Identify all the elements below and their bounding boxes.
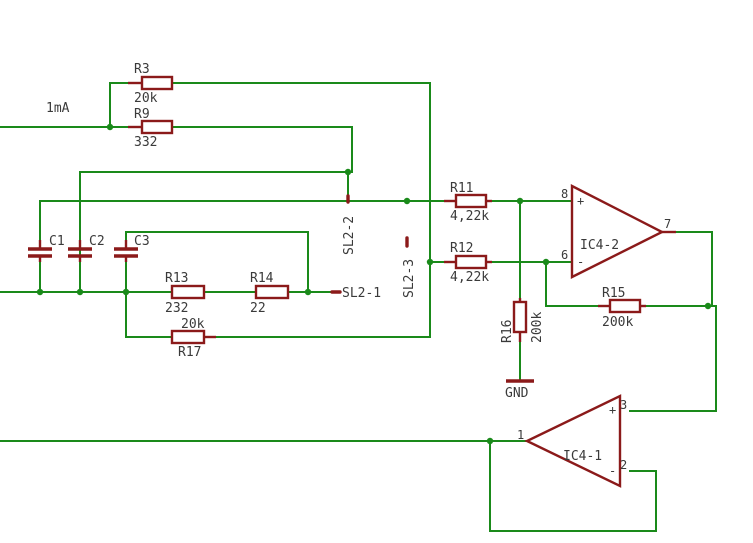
junction-dot — [36, 288, 44, 296]
resistor-r15: R15 200k — [598, 286, 646, 330]
resistor-r17: 20k R17 — [170, 317, 216, 360]
resistor-r13: R13 232 — [165, 271, 206, 316]
r9-value: 332 — [134, 135, 157, 150]
r16-name: R16 — [500, 320, 515, 343]
gnd-label: GND — [505, 386, 529, 401]
ic4-2-pin-minus: 6 — [561, 248, 568, 262]
r17-value: 20k — [181, 317, 205, 332]
wire-to-ic4-1-plus — [629, 305, 717, 412]
wire-r15-left — [545, 261, 599, 307]
wire-r3-left — [109, 82, 129, 128]
current-annotation: 1mA — [46, 101, 70, 116]
r11-value: 4,22k — [450, 209, 489, 224]
ic4-1-plus-sign: + — [609, 403, 616, 417]
r16-value: 200k — [530, 312, 545, 343]
junctions — [36, 123, 712, 445]
wire-ic4-1-feedback — [489, 440, 657, 532]
resistor-r11: R11 4,22k — [444, 181, 492, 224]
junction-dot — [344, 168, 352, 176]
ic4-2-name: IC4-2 — [580, 238, 619, 253]
resistor-r14: R14 22 — [250, 271, 290, 316]
r3-name: R3 — [134, 62, 150, 77]
switch-pin-sl2-1: SL2-1 — [330, 286, 381, 301]
junction-dot — [106, 123, 114, 131]
opamp-ic4-1: + - 3 2 1 IC4-1 — [517, 394, 627, 488]
ground-symbol: GND — [505, 379, 534, 401]
r9-name: R9 — [134, 107, 150, 122]
junction-dot — [486, 437, 494, 445]
capacitor-c2: C2 — [68, 234, 105, 262]
r15-value: 200k — [602, 315, 633, 330]
junction-dot — [122, 288, 130, 296]
resistor-r16: R16 200k — [500, 298, 545, 343]
junction-dot — [516, 197, 524, 205]
ic4-2-pin-out: 7 — [664, 217, 671, 231]
ic4-1-pin-minus: 2 — [620, 458, 627, 472]
ic4-2-plus-sign: + — [577, 194, 584, 208]
r17-name: R17 — [178, 345, 201, 360]
resistor-r9: R9 332 — [128, 107, 174, 150]
junction-dot — [76, 288, 84, 296]
resistor-r3: R3 20k — [128, 62, 174, 106]
sl2-2-label: SL2-2 — [342, 216, 357, 255]
r11-name: R11 — [450, 181, 473, 196]
r15-name: R15 — [602, 286, 625, 301]
r14-value: 22 — [250, 301, 266, 316]
junction-dot — [304, 288, 312, 296]
capacitor-c1: C1 — [28, 234, 65, 262]
ic4-2-minus-sign: - — [577, 255, 584, 269]
capacitor-c3: C3 — [114, 234, 150, 262]
switch-pin-sl2-2: SL2-2 — [342, 194, 357, 255]
wire-r9-right — [171, 126, 353, 173]
wire-c3-loop — [125, 231, 309, 293]
c1-name: C1 — [49, 234, 65, 249]
junction-dot — [704, 302, 712, 310]
c3-name: C3 — [134, 234, 150, 249]
wire-c1-r11-bus — [39, 200, 445, 241]
ic4-1-pin-plus: 3 — [620, 398, 627, 412]
r13-value: 232 — [165, 301, 188, 316]
junction-dot — [403, 197, 411, 205]
r13-name: R13 — [165, 271, 188, 286]
resistor-r12: R12 4,22k — [444, 241, 492, 285]
r12-value: 4,22k — [450, 270, 489, 285]
switch-pin-sl2-3: SL2-3 — [402, 236, 417, 298]
wire-ic4-2-out — [675, 231, 713, 307]
ic4-1-name: IC4-1 — [563, 449, 602, 464]
wire-sl2-2-bus — [79, 171, 353, 293]
wires — [0, 82, 717, 532]
ic4-2-pin-plus: 8 — [561, 187, 568, 201]
junction-dot — [542, 258, 550, 266]
sl2-3-label: SL2-3 — [402, 259, 417, 298]
ic4-1-pin-out: 1 — [517, 428, 524, 442]
junction-dot — [426, 258, 434, 266]
opamp-ic4-2: + - 8 6 7 IC4-2 — [561, 184, 676, 279]
r3-value: 20k — [134, 91, 158, 106]
c2-name: C2 — [89, 234, 105, 249]
ic4-1-minus-sign: - — [609, 464, 616, 478]
wire-r3-loop — [171, 82, 431, 338]
r12-name: R12 — [450, 241, 473, 256]
sl2-1-label: SL2-1 — [342, 286, 381, 301]
r14-name: R14 — [250, 271, 274, 286]
